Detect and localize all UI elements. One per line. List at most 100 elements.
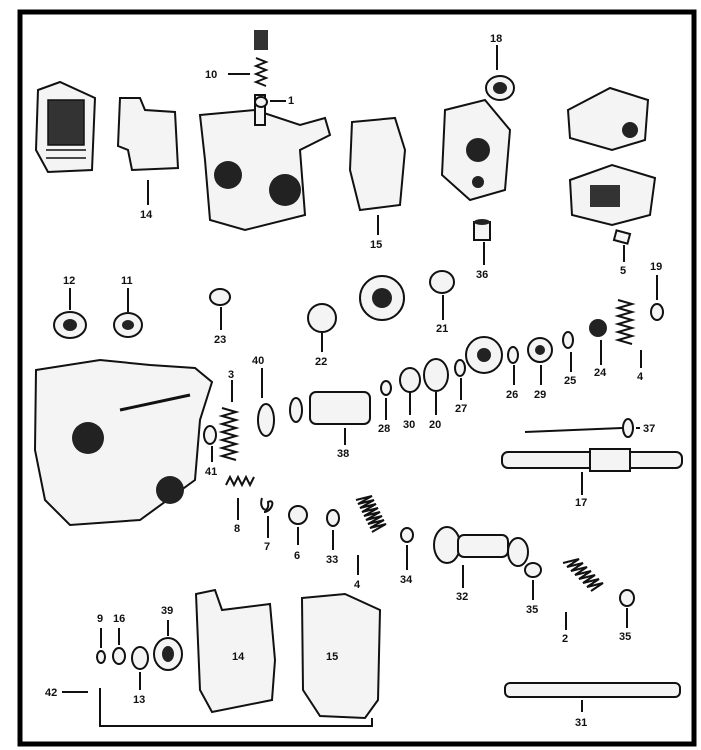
gear-large [465,336,503,374]
label-15-top: 15 [370,239,382,251]
outer-cover-upper [566,86,650,152]
label-15-bottom: 15 [326,651,338,663]
label-42: 42 [45,687,57,699]
gasket-15-bottom [300,592,382,720]
label-7: 7 [264,541,270,553]
mainshaft-31 [504,682,681,698]
label-2: 2 [562,633,568,645]
label-28: 28 [378,423,390,435]
label-3: 3 [228,369,234,381]
gearbox-housing-top [198,94,332,232]
label-29: 29 [534,389,546,401]
label-5: 5 [620,265,626,277]
label-12: 12 [63,275,75,287]
nut-24 [589,319,607,337]
spring-10 [253,30,269,108]
label-37: 37 [643,423,655,435]
label-25: 25 [564,375,576,387]
gasket-14-top [116,97,180,172]
bush-23 [209,288,231,306]
label-24: 24 [594,367,607,379]
bearing-39 [153,637,183,671]
spring-4-lower [355,495,387,533]
pin-5 [612,229,632,245]
ring-26 [507,346,519,364]
sleeve-nut-11 [113,312,143,338]
washer-16 [112,647,126,665]
bush-35-left [524,562,542,578]
label-14-bottom: 14 [232,651,245,663]
ring-33 [326,509,340,527]
gear-cluster [359,275,405,321]
gear-22 [307,303,337,333]
gasket-15-top [348,116,407,212]
label-33: 33 [326,554,338,566]
gear-20 [423,358,449,392]
ring-41 [203,425,217,445]
label-35-right: 35 [619,631,631,643]
label-19: 19 [650,261,662,273]
label-34: 34 [400,574,413,586]
label-21: 21 [436,323,448,335]
label-14-top: 14 [140,209,153,221]
gearbox-end-cover [440,98,512,202]
washer-40 [257,403,275,437]
label-20: 20 [429,419,441,431]
oil-seal-13 [131,646,149,670]
label-22: 22 [315,356,327,368]
spring-2 [562,558,604,592]
label-32: 32 [456,591,468,603]
label-17: 17 [575,497,587,509]
top-cover-plate [34,80,97,174]
label-26: 26 [506,389,518,401]
label-41: 41 [205,466,217,478]
label-13: 13 [133,694,145,706]
bush-36 [473,219,491,241]
gear-29 [527,337,553,363]
gasket-14-bottom [194,588,277,714]
label-9: 9 [97,613,103,625]
cam-6 [288,505,308,525]
label-1: 1 [288,95,294,107]
diagram-border [17,9,697,747]
main-gearbox-housing [33,358,214,527]
spring-clip-7 [260,497,274,513]
label-30: 30 [403,419,415,431]
label-40: 40 [252,355,264,367]
label-6: 6 [294,550,300,562]
label-4-lower: 4 [354,579,361,591]
label-10: 10 [205,69,217,81]
outer-cover-lower [568,163,657,227]
label-38: 38 [337,448,349,460]
ring-34 [400,527,414,543]
label-23: 23 [214,334,226,346]
bush-21 [429,270,455,294]
spring-4-right [614,299,636,345]
label-4-right: 4 [637,371,644,383]
sleeve-nut-12 [53,311,87,339]
label-31: 31 [575,717,587,729]
label-18: 18 [490,33,502,45]
washer-19 [650,303,664,321]
label-39: 39 [161,605,173,617]
ring-9 [96,650,106,664]
label-35-left: 35 [526,604,538,616]
label-36: 36 [476,269,488,281]
selector-rod-37 [524,418,634,438]
ring-27 [454,359,466,377]
label-11: 11 [121,275,133,287]
bearing-18 [485,75,515,101]
spring-8 [225,474,255,488]
ring-25 [562,331,574,349]
ring-28 [380,380,392,396]
layshaft-gear-cluster-32 [433,526,529,567]
layshaft-17 [501,448,683,472]
gear-30 [399,367,421,393]
bush-35-right [619,589,635,607]
label-16: 16 [113,613,125,625]
mainshaft-gear-38 [289,391,371,425]
spring-3 [218,407,240,461]
label-8: 8 [234,523,240,535]
label-27: 27 [455,403,467,415]
